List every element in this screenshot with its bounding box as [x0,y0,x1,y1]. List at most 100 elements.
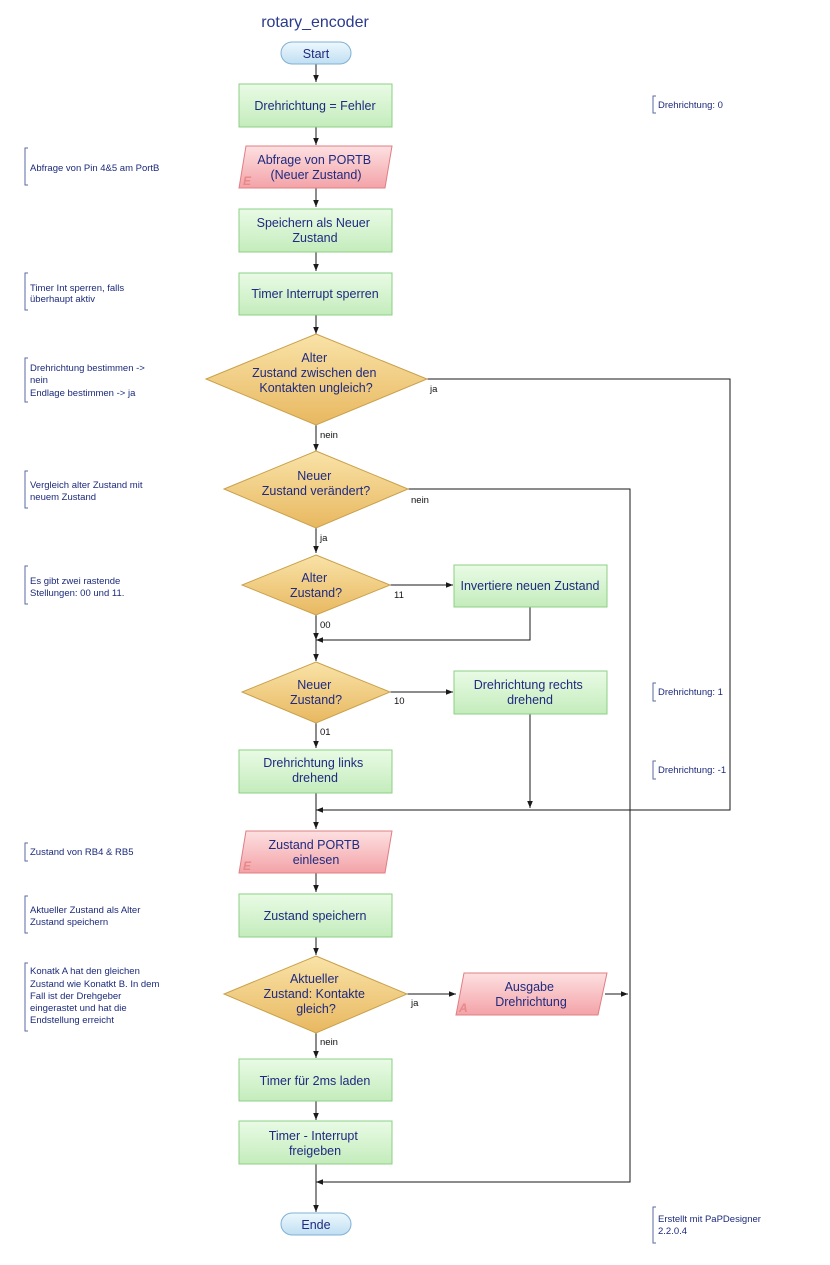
io-output-direction-line-2: Drehrichtung [495,995,567,1009]
comment-dir-determine: Drehrichtung bestimmen -> nein Endlage b… [24,357,145,403]
decision-contacts-unequal: Alter Zustand zwischen den Kontakten ung… [204,333,429,426]
decision-changed-line-1: Neuer [297,469,331,483]
comment-contact-note-line-1: Konatk A hat den gleichen [30,966,140,977]
end-label: Ende [301,1218,330,1232]
edge-label-old-00: 00 [320,620,331,631]
comment-contact-note-line-4: eingerastet und hat die [30,1003,127,1014]
process-save-new-line-1: Speichern als Neuer [257,216,370,230]
comment-dir-one: Drehrichtung: 1 [652,682,723,702]
svg-text:Neuer Zustand?: Neuer Zustand? [290,678,342,707]
comment-save-old-line-1: Aktueller Zustand als Alter [30,905,140,916]
svg-text:Aktueller Zustand: Konta: Aktueller Zustand: Kontakte gleich? [264,972,369,1016]
process-dir-right-line-1: Drehrichtung rechts [474,678,583,692]
svg-text:Alter Zustand zwischen d: Alter Zustand zwischen den Kontakten ung… [252,351,380,395]
edge-label-new-01: 01 [320,727,331,738]
comment-dir-one-line-1: Drehrichtung: 1 [658,687,723,698]
process-dir-right: Drehrichtung rechts drehend [453,670,608,715]
io-read-portb-line-1: Abfrage von PORTB [257,153,371,167]
comment-detent-line-1: Es gibt zwei rastende [30,576,120,587]
comment-compare-line-1: Vergleich alter Zustand mit [30,480,143,491]
decision-changed-line-2: Zustand verändert? [262,484,370,498]
io-read-portb-2-line-2: einlesen [293,853,340,867]
comment-query-pins: Abfrage von Pin 4&5 am PortB [24,147,159,186]
comment-dir-zero: Drehrichtung: 0 [652,95,723,114]
decision-current-line-2: Zustand: Kontakte [264,987,366,1001]
process-dir-left-line-1: Drehrichtung links [263,756,363,770]
process-save-new: Speichern als Neuer Zustand [238,208,393,253]
decision-new-state: Neuer Zustand? [240,661,392,724]
process-dir-error: Drehrichtung = Fehler [238,83,393,128]
start-label: Start [303,47,330,61]
svg-text:Alter Zustand?: Alter Zustand? [290,571,342,600]
decision-state-changed: Neuer Zustand verändert? [222,450,410,529]
comment-created-with-line-1: Erstellt mit PaPDesigner [658,1214,761,1225]
comment-created-with-line-2: 2.2.0.4 [658,1226,687,1237]
io-output-direction-mark: A [458,1001,468,1015]
io-output-direction-line-1: Ausgabe [505,980,554,994]
end-terminal: Ende [280,1212,352,1236]
process-save-new-line-2: Zustand [292,231,337,245]
connectors [313,64,731,1212]
start-terminal: Start [280,41,352,65]
comment-contact-note: Konatk A hat den gleichen Zustand wie Ko… [24,962,162,1032]
comment-query-pins-line-1: Abfrage von Pin 4&5 am PortB [30,163,159,174]
comment-detent: Es gibt zwei rastende Stellungen: 00 und… [24,565,124,605]
edge-label-changed-yes: ja [319,533,328,544]
process-save-state-label: Zustand speichern [264,909,367,923]
diagram-title: rotary_encoder [261,14,369,31]
comment-created-with: Erstellt mit PaPDesigner 2.2.0.4 [652,1206,764,1244]
svg-text:Drehrichtung: -1: Drehrichtung: -1 [658,765,726,776]
decision-old-state: Alter Zustand? [240,554,392,616]
decision-new-line-1: Neuer [297,678,331,692]
decision-contacts-line-1: Alter [301,351,327,365]
io-read-portb-line-2: (Neuer Zustand) [270,168,361,182]
decision-new-line-2: Zustand? [290,693,342,707]
comment-rb-state-line-1: Zustand von RB4 & RB5 [30,847,134,858]
comment-compare: Vergleich alter Zustand mit neuem Zustan… [24,470,145,509]
process-timer-lock-label: Timer Interrupt sperren [251,287,378,301]
comment-dir-minus-one: Drehrichtung: -1 [652,760,726,780]
comment-save-old: Aktueller Zustand als Alter Zustand spei… [24,895,140,934]
decision-current-line-1: Aktueller [290,972,339,986]
io-read-portb-2-mark: E [243,859,252,873]
process-enable-timer: Timer - Interrupt freigeben [238,1120,393,1165]
io-read-portb-2-line-1: Zustand PORTB [269,838,360,852]
process-load-timer-label: Timer für 2ms laden [260,1074,371,1088]
edge-label-current-no: nein [320,1037,338,1048]
comment-dir-determine-line-3: Endlage bestimmen -> ja [30,388,136,399]
process-invert-label: Invertiere neuen Zustand [461,579,600,593]
svg-text:Timer Int sperren, falls: Timer Int sperren, falls überhaupt aktiv [30,283,127,305]
svg-text:Zustand PORTB einlesen: Zustand PORTB einlesen [269,838,364,867]
comment-contact-note-line-5: Endstellung erreicht [30,1015,114,1026]
comment-contact-note-line-2: Zustand wie Konatkt B. In dem [30,979,159,990]
svg-text:Erstellt mit PaPDesigner: Erstellt mit PaPDesigner 2.2.0.4 [658,1214,764,1237]
svg-text:Abfrage von Pin 4&5 am PortB: Abfrage von Pin 4&5 am PortB [30,163,159,174]
comment-timer-lock: Timer Int sperren, falls überhaupt aktiv [24,272,127,311]
process-dir-left-line-2: drehend [292,771,338,785]
decision-old-line-2: Zustand? [290,586,342,600]
process-dir-left: Drehrichtung links drehend [238,749,393,794]
svg-text:Es gibt zwei rastende St: Es gibt zwei rastende Stellungen: 00 und… [30,576,124,599]
svg-text:Abfrage von PORTB (Neuer: Abfrage von PORTB (Neuer Zustand) [257,153,374,182]
edge-label-new-10: 10 [394,696,405,707]
comment-compare-line-2: neuem Zustand [30,492,96,503]
process-load-timer: Timer für 2ms laden [238,1058,393,1102]
comment-dir-determine-line-1: Drehrichtung bestimmen -> [30,363,145,374]
process-save-state: Zustand speichern [238,893,393,938]
edge-label-current-yes: ja [410,998,419,1009]
comment-timer-lock-line-1: Timer Int sperren, falls [30,283,124,294]
process-timer-lock: Timer Interrupt sperren [238,272,393,316]
svg-text:Konatk A hat den gleichen: Konatk A hat den gleichen Zustand wie Ko… [30,966,162,1026]
decision-current-equal: Aktueller Zustand: Kontakte gleich? [222,955,409,1034]
comment-dir-minus-one-line-1: Drehrichtung: -1 [658,765,726,776]
decision-old-line-1: Alter [301,571,327,585]
comment-save-old-line-2: Zustand speichern [30,917,108,928]
svg-text:Drehrichtung: 1: Drehrichtung: 1 [658,687,723,698]
io-read-portb-mark: E [243,174,252,188]
svg-text:Drehrichtung rechts dreh: Drehrichtung rechts drehend [474,678,587,707]
process-enable-timer-line-1: Timer - Interrupt [269,1129,359,1143]
process-dir-error-label: Drehrichtung = Fehler [254,99,375,113]
svg-text:Vergleich alter Zustand mit: Vergleich alter Zustand mit neuem Zustan… [30,480,145,503]
decision-contacts-line-3: Kontakten ungleich? [259,381,372,395]
comment-dir-zero-line-1: Drehrichtung: 0 [658,100,723,111]
